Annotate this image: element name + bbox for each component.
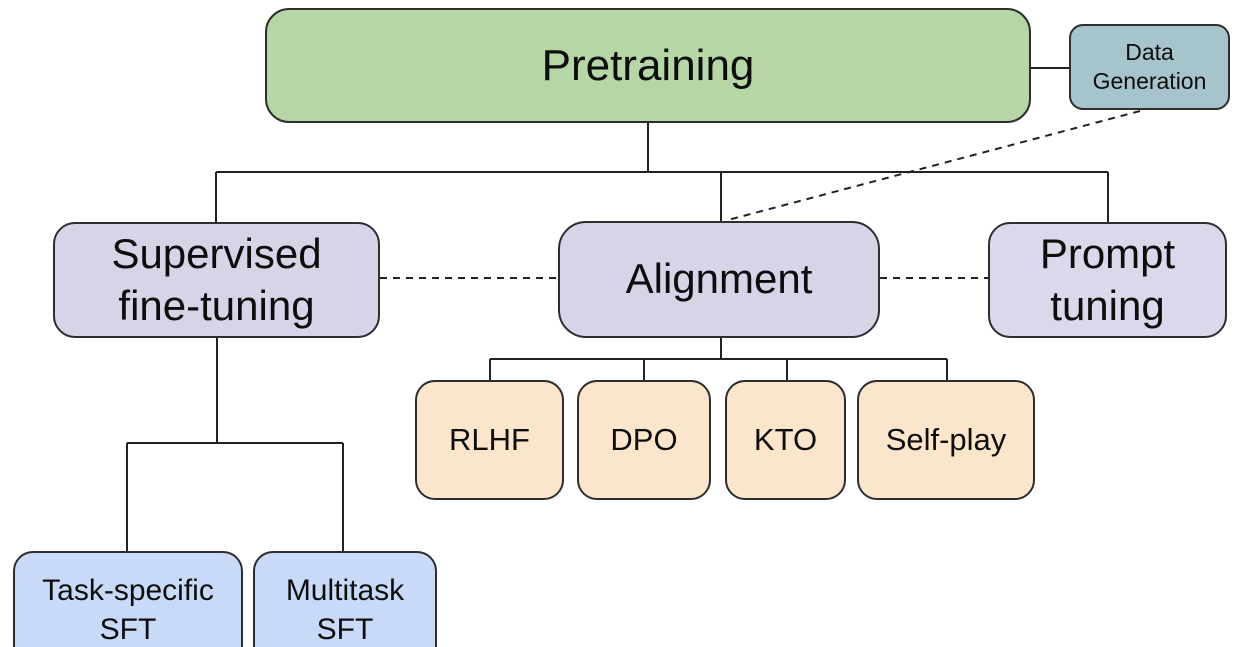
node-pretraining: Pretraining (265, 8, 1031, 123)
connector-dashed-datagen-alignment (727, 110, 1141, 221)
node-self-play: Self-play (857, 380, 1035, 500)
connector-alignment-children (489, 338, 948, 380)
node-rlhf: RLHF (415, 380, 564, 500)
node-multitask-sft: Multitask SFT (253, 551, 437, 647)
node-prompt-tuning: Prompt tuning (988, 222, 1227, 338)
node-kto: KTO (725, 380, 846, 500)
connector-sft-children (126, 338, 344, 551)
node-task-specific-sft: Task-specific SFT (13, 551, 243, 647)
connector-pretraining-children (215, 123, 1109, 222)
node-alignment: Alignment (558, 221, 880, 338)
node-data-generation: Data Generation (1069, 24, 1230, 110)
node-supervised-fine-tuning: Supervised fine-tuning (53, 222, 380, 338)
node-dpo: DPO (577, 380, 711, 500)
